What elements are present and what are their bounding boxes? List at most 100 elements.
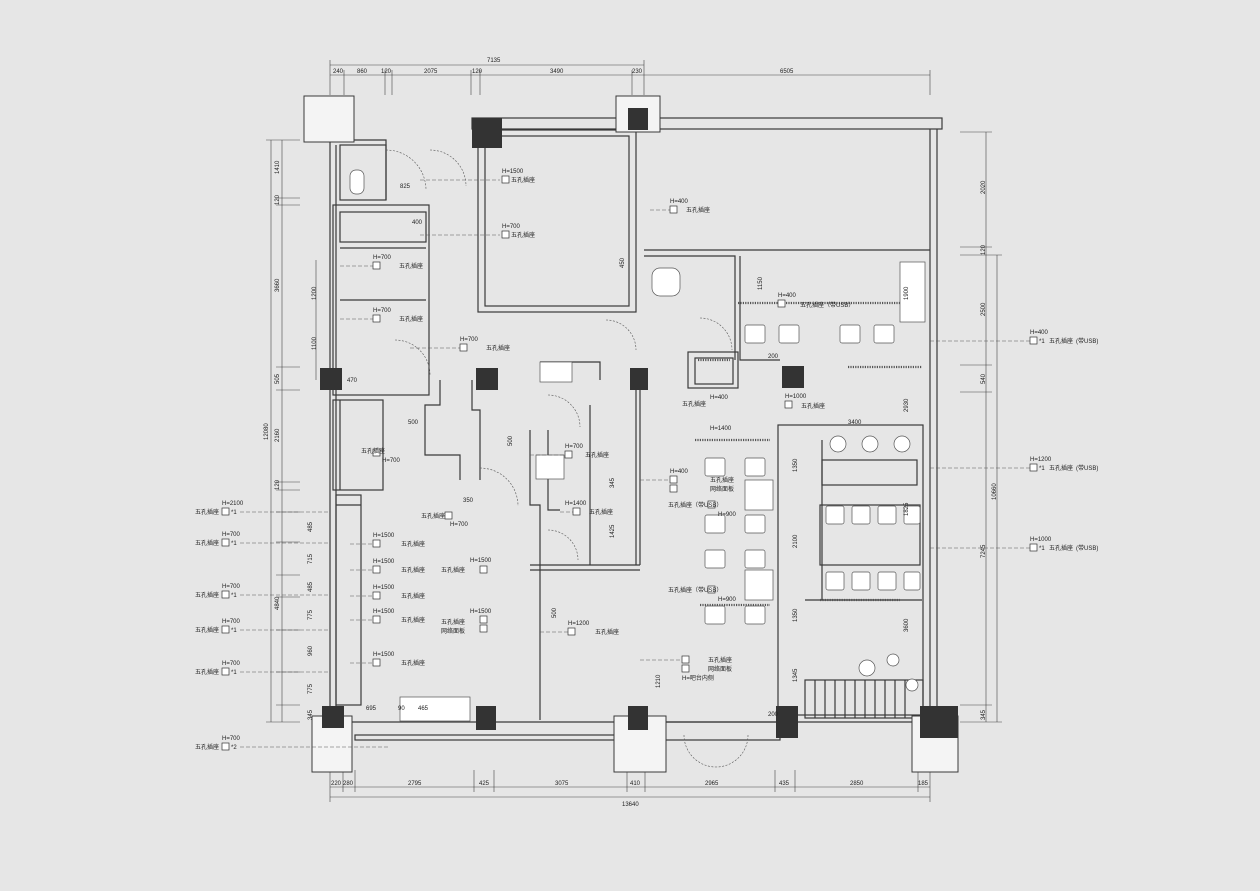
socket-label: 五孔插座	[441, 566, 465, 574]
dim-left-lower: 960	[308, 645, 314, 656]
bottom-dimensions	[329, 770, 931, 802]
dim-bottom-seg: 280	[343, 781, 354, 787]
socket-label: 五孔插座	[511, 231, 535, 239]
dim-bottom-seg: 435	[779, 781, 790, 787]
socket-height: H=1500	[373, 652, 395, 658]
dim-bottom-overall: 13640	[622, 802, 639, 808]
socket-height: H=700	[222, 619, 241, 625]
right-dimensions	[960, 131, 1002, 723]
socket-label: 五孔插座	[401, 540, 425, 548]
socket-height: H=1400	[710, 426, 732, 432]
socket-height: H=1000	[1030, 537, 1052, 543]
socket-label: 五孔插座（带USB）	[668, 586, 722, 594]
socket-height: H=1400	[565, 501, 587, 507]
socket-count: *1	[231, 510, 237, 516]
left-dimensions	[266, 139, 317, 723]
socket-usb: (带USB)	[1076, 337, 1098, 345]
dim-inner: 470	[347, 378, 358, 384]
dim-inner: 500	[552, 607, 558, 618]
socket-usb: (带USB)	[1076, 544, 1098, 552]
socket-height: H=700	[373, 308, 392, 314]
dim-left-lower: 715	[308, 553, 314, 564]
dim-left-lower: 485	[308, 581, 314, 592]
socket-usb: (带USB)	[1076, 464, 1098, 472]
dim-left-sub: 1100	[312, 336, 318, 350]
dim-inner: 1425	[610, 524, 616, 538]
socket-height: H=1500	[502, 169, 524, 175]
socket-count: *1	[231, 593, 237, 599]
socket-label: 五孔插座	[595, 628, 619, 636]
dim-inner: 200	[768, 354, 779, 360]
socket-label: 网络面板	[710, 485, 734, 493]
dim-left-lower: 775	[308, 683, 314, 694]
socket-label: 五孔插座	[486, 344, 510, 352]
socket-height: H=1500	[470, 609, 492, 615]
dim-right-seg: 2020	[981, 180, 987, 194]
socket-height: H=400	[778, 293, 797, 299]
dim-right-overall: 10660	[992, 483, 998, 500]
socket-label: 五孔插座	[1049, 544, 1073, 552]
socket-label: 五孔插座	[195, 591, 219, 599]
socket-symbols	[221, 175, 1038, 751]
dim-bottom-seg: 425	[479, 781, 490, 787]
socket-height: H=700	[502, 224, 521, 230]
socket-label: 网络面板	[441, 627, 465, 635]
socket-label: 五孔插座	[682, 400, 706, 408]
socket-height: H=400	[670, 469, 689, 475]
socket-label: 五孔插座	[195, 743, 219, 751]
socket-label: 五孔插座（带USB）	[800, 301, 854, 309]
socket-height: H=1200	[1030, 457, 1052, 463]
dim-inner: 500	[408, 420, 419, 426]
dim-inner: 345	[610, 477, 616, 488]
socket-count: *1	[1039, 466, 1045, 472]
socket-height: H=400	[1030, 330, 1049, 336]
socket-height: H=700	[460, 337, 479, 343]
dim-inner: 825	[400, 184, 411, 190]
socket-height: H=700	[382, 458, 401, 464]
socket-label: 五孔插座	[195, 508, 219, 516]
socket-label: 五孔插座	[401, 592, 425, 600]
circuit-lines	[240, 179, 1030, 748]
socket-height: H=700	[565, 444, 584, 450]
socket-label: 五孔插座	[589, 508, 613, 516]
socket-height: H=900	[718, 597, 737, 603]
socket-height: H=1500	[373, 585, 395, 591]
dim-bottom-seg: 2850	[850, 781, 864, 787]
socket-count: *2	[231, 745, 237, 751]
socket-label: 五孔插座	[195, 668, 219, 676]
dim-left-seg: 120	[275, 194, 281, 205]
socket-label: 五孔插座	[801, 402, 825, 410]
dim-left-lower: 775	[308, 609, 314, 620]
dim-top-seg: 2075	[424, 69, 438, 75]
socket-label: 五孔插座	[421, 512, 445, 520]
socket-count: *1	[1039, 339, 1045, 345]
socket-height: H=1000	[785, 394, 807, 400]
dim-top-seg: 120	[472, 69, 483, 75]
dim-inner: 400	[412, 220, 423, 226]
socket-height: H=700	[222, 736, 241, 742]
socket-height: H=2100	[222, 501, 244, 507]
dim-left-4840: 4840	[275, 596, 281, 610]
dim-right-seg: 120	[981, 244, 987, 255]
socket-label: 五孔插座	[686, 206, 710, 214]
dim-inner: 2930	[904, 398, 910, 412]
socket-label: 五孔插座	[511, 176, 535, 184]
dim-inner: 465	[418, 706, 429, 712]
dim-top-overall: 7135	[487, 58, 501, 64]
socket-height: H=700	[222, 661, 241, 667]
socket-height: H=400	[670, 199, 689, 205]
socket-label: 五孔插座	[401, 659, 425, 667]
dim-inner: 695	[366, 706, 377, 712]
dim-bottom-seg: 2795	[408, 781, 422, 787]
dim-inner: 1350	[793, 458, 799, 472]
socket-label: 五孔插座	[585, 451, 609, 459]
socket-height: H=900	[718, 512, 737, 518]
socket-label: 五孔插座	[401, 566, 425, 574]
hatched-walls	[695, 301, 922, 607]
dim-left-lower: 345	[308, 709, 314, 720]
dim-inner: 1900	[904, 286, 910, 300]
dim-left-seg: 120	[275, 479, 281, 490]
dim-inner: 1350	[793, 608, 799, 622]
dim-top-seg: 240	[333, 69, 344, 75]
dim-bottom-seg: 220	[331, 781, 342, 787]
